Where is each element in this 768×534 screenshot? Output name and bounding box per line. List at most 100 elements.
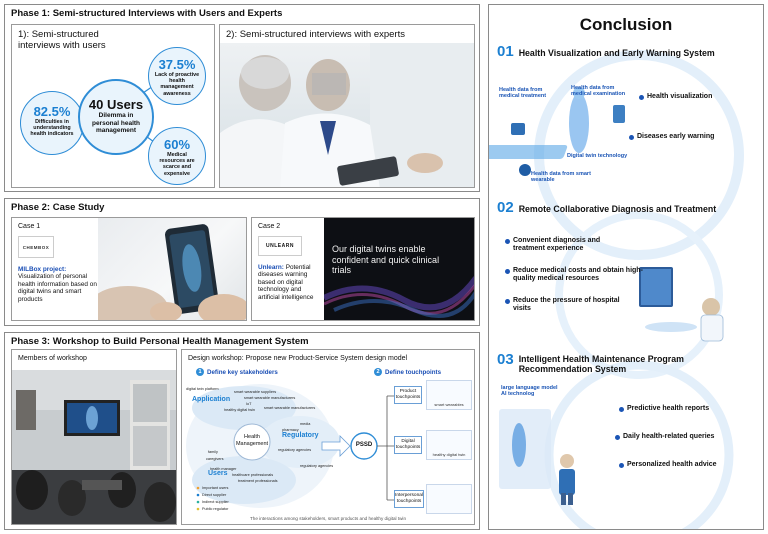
bullet-dot: [629, 134, 634, 140]
pssd-label: PSSD: [355, 442, 373, 448]
touchpoint-row-label: healthy digital twin: [432, 452, 466, 457]
conclusion-title: Conclusion: [579, 15, 673, 34]
touchpoint-row-digital: healthy digital twin: [426, 430, 472, 460]
design-workshop-label: Design workshop: Propose new Product-Ser…: [188, 355, 408, 362]
bullet-item: Predictive health reports: [619, 405, 759, 413]
center-caption: Dilemma in personal health management: [91, 112, 141, 134]
bullet-item: Health visualization: [639, 93, 759, 101]
stakeholder-label: healthcare professionals: [232, 473, 274, 477]
stat-value: 60%: [163, 137, 191, 152]
center-circle-users: 40 Users Dilemma in personal health mana…: [78, 79, 154, 155]
legend-item: Important users: [202, 486, 229, 490]
bullet-item: Diseases early warning: [629, 133, 759, 141]
phase1-panel: Phase 1: Semi-structured Interviews with…: [4, 4, 480, 192]
stakeholder-label: digital twin platform: [186, 387, 219, 391]
stat-caption: Lack of proactive health management awar…: [154, 72, 200, 97]
case1-logo-text: CHEMBOX: [22, 244, 50, 250]
stakeholder-label: smart wearable manufacturers: [244, 396, 296, 400]
bullet-dot: [619, 406, 624, 412]
stakeholder-label: pharmacy: [282, 428, 299, 432]
case2-logo-text: UNLEARN: [266, 243, 294, 249]
bullet-text: Health visualization: [647, 93, 713, 100]
stakeholder-label: regulatory agencies: [300, 464, 334, 468]
blob-regulatory: Regulatory: [282, 432, 319, 439]
conclusion-panel: Conclusion 01 Health Visualization and E…: [488, 4, 764, 530]
bullet-dot: [505, 268, 510, 274]
stat-value: 82.5%: [33, 104, 71, 119]
bullet-dot: [639, 94, 644, 100]
expert-interview-photo: [220, 43, 474, 187]
case2-name: Unlearn:: [258, 264, 284, 271]
case1-description: MILBox project: Visualization of persona…: [18, 266, 98, 303]
stat-circle-indicators: 82.5% Difficulties in understanding heal…: [20, 91, 84, 155]
section-number: 03: [497, 351, 514, 368]
note-llm: large language model AI technolog: [501, 385, 558, 398]
section-03-header: 03 Intelligent Health Maintenance Progra…: [497, 351, 739, 374]
touchpoint-row-label: smart wearables: [434, 402, 464, 407]
bullet-dot: [619, 462, 624, 468]
step-number: 2: [374, 368, 382, 376]
workshop-caption: The interactions among stakeholders, sma…: [249, 516, 406, 521]
phone-illustration: [98, 224, 246, 320]
expert-photo-illustration: [220, 43, 474, 187]
step-label: Define touchpoints: [385, 368, 442, 376]
health-management-center: Health Management: [235, 434, 269, 447]
center-value: 40 Users: [88, 97, 144, 112]
stakeholder-label: healthy digital twin: [224, 408, 256, 412]
step-number: 1: [196, 368, 204, 376]
stakeholder-diagram: [186, 384, 394, 511]
stat-caption: Medical resources are scarce and expensi…: [159, 152, 195, 177]
stakeholder-label: treatment professionals: [238, 479, 278, 483]
phase3-title: Phase 3: Workshop to Build Personal Heal…: [11, 336, 309, 347]
note-medical-examination: Health data from medical examination: [571, 85, 626, 98]
stakeholder-label: health manager: [210, 467, 237, 471]
case1-label: Case 1: [18, 223, 41, 230]
legend-item: Indirect supplier: [202, 500, 229, 504]
blob-application: Application: [192, 396, 231, 403]
members-box: Members of workshop: [11, 349, 177, 525]
case1-box: Case 1 CHEMBOX MILBox project: Visualiza…: [11, 217, 247, 321]
case2-label: Case 2: [258, 223, 281, 230]
bullet-text: Convenient diagnosis and treatment exper…: [513, 237, 601, 252]
members-label: Members of workshop: [18, 355, 87, 362]
bullet-item: Reduce the pressure of hospital visits: [505, 297, 631, 313]
section-02-header: 02 Remote Collaborative Diagnosis and Tr…: [497, 199, 716, 216]
case2-box: Case 2 UNLEARN Unlearn: Potential diseas…: [251, 217, 475, 321]
user-interviews-box: 1): Semi-structured interviews with user…: [11, 24, 215, 188]
stat-value: 37.5%: [158, 57, 196, 72]
stakeholder-label: smart wearable suppliers: [234, 390, 277, 394]
stakeholder-label: caregivers: [206, 457, 224, 461]
bullet-text: Daily health-related queries: [623, 433, 715, 440]
section-title: Intelligent Health Maintenance Program R…: [518, 354, 684, 374]
case1-logo: CHEMBOX: [18, 236, 54, 258]
bullet-dot: [505, 238, 510, 244]
bullet-text: Reduce the pressure of hospital visits: [513, 297, 620, 312]
legend-item: Direct supplier: [202, 493, 227, 497]
digital-touchpoints: Digital touchpoints: [394, 436, 422, 454]
note-smart-wearable: Health data from smart wearable: [531, 171, 591, 184]
step-define-touchpoints: 2 Define touchpoints: [374, 368, 441, 376]
bullet-dot: [505, 298, 510, 304]
design-workshop-box: Design workshop: Propose new Product-Ser…: [181, 349, 475, 525]
step-label: Define key stakeholders: [207, 368, 278, 376]
conclusion-background: [489, 50, 744, 529]
case1-photo: [98, 218, 246, 320]
workshop-illustration: [12, 370, 176, 524]
stakeholder-label: regulatory agencies: [278, 448, 312, 452]
product-touchpoints: Product touchpoints: [394, 386, 422, 404]
bullet-text: Personalized health advice: [627, 461, 717, 468]
touchpoint-row-products: smart wearables: [426, 380, 472, 410]
case2-banner: Our digital twins enable confident and q…: [324, 218, 474, 320]
bullet-item: Reduce medical costs and obtain high-qua…: [505, 267, 651, 283]
stakeholder-label: family: [208, 450, 218, 454]
stakeholder-label: IoT: [246, 402, 252, 406]
section-01-header: 01 Health Visualization and Early Warnin…: [497, 43, 715, 60]
user-interviews-title: 1): Semi-structured interviews with user…: [18, 29, 106, 51]
section-title: Remote Collaborative Diagnosis and Treat…: [518, 204, 717, 214]
section-number: 01: [497, 43, 514, 60]
phase3-panel: Phase 3: Workshop to Build Personal Heal…: [4, 332, 480, 530]
stat-caption: Difficulties in understanding health ind…: [30, 119, 74, 138]
case2-description: Unlearn: Potential diseases warning base…: [258, 264, 322, 301]
legend-item: Public regulator: [202, 507, 229, 511]
stakeholder-label: smart wearable manufacturers: [264, 406, 316, 410]
